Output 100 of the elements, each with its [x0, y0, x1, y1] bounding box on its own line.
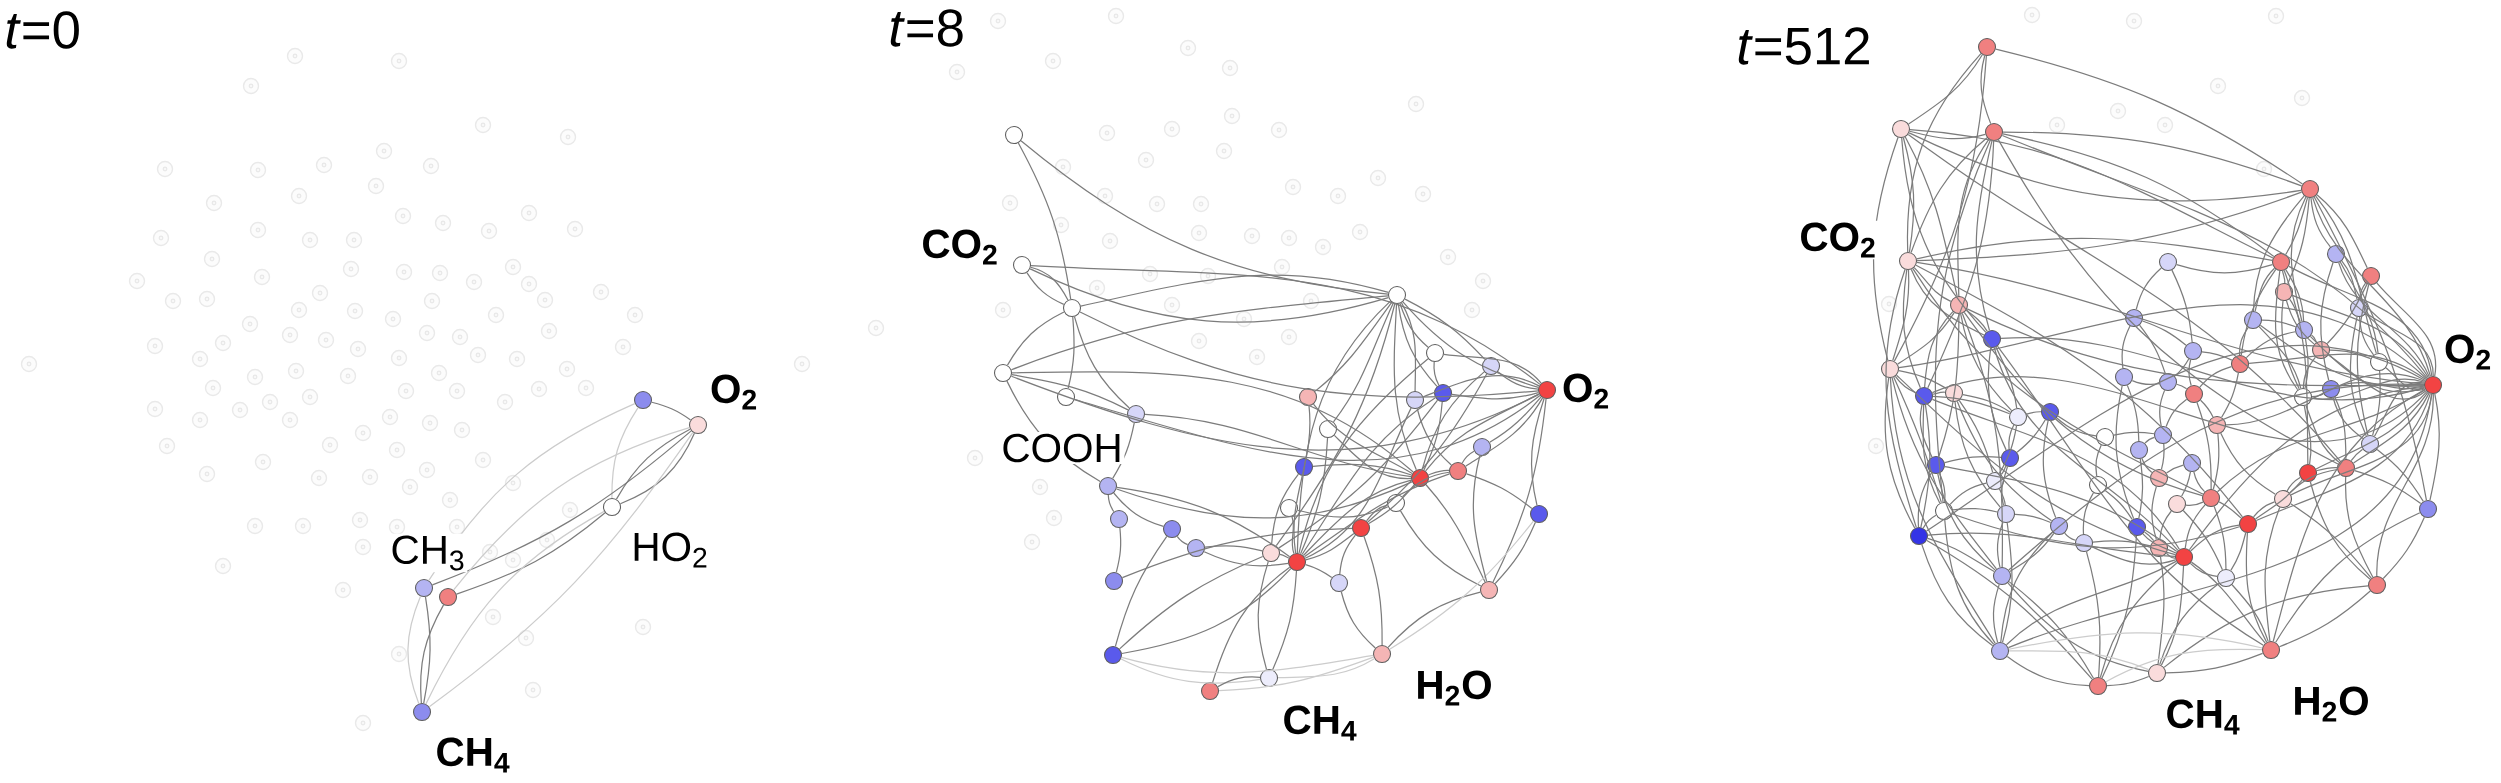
edge-line: [423, 596, 431, 704]
edge-line: [2291, 294, 2429, 378]
edge-line: [2171, 269, 2193, 343]
network-node: [2361, 435, 2380, 454]
network-node: [1260, 669, 1279, 688]
edge-line: [1998, 425, 2018, 474]
edge-line: [1912, 268, 2204, 495]
network-node: [1330, 574, 1349, 593]
edge-line: [1074, 394, 1541, 461]
network-node: [2337, 459, 2356, 478]
species-label: O$_{2}$: [1560, 371, 1612, 411]
edge-line: [2354, 469, 2422, 505]
edge-line: [2315, 391, 2429, 470]
edge-line: [2339, 261, 2379, 354]
network-node: [2009, 408, 2028, 427]
network-node: [1434, 384, 1453, 403]
edge-line: [1961, 312, 2004, 568]
edge-line: [2190, 524, 2240, 552]
edge-line: [2252, 501, 2276, 518]
edge-line: [1011, 371, 1414, 473]
edge-line: [1020, 140, 1389, 295]
edge-line: [2025, 411, 2042, 415]
network-node: [2075, 534, 2094, 553]
edge-line: [1466, 473, 1533, 510]
edge-line: [2091, 546, 2177, 565]
network-node: [439, 588, 458, 607]
edge-line: [2288, 298, 2301, 323]
edge-line: [1892, 269, 1910, 362]
network-node: [994, 364, 1013, 383]
network-node: [1986, 472, 2005, 491]
edge-line: [1011, 373, 1129, 411]
edge-line: [1029, 268, 1389, 323]
edge-line: [2278, 590, 2371, 648]
edge-line: [2376, 393, 2434, 577]
network-node: [1950, 296, 1969, 315]
edge-line: [2212, 433, 2220, 490]
network-node: [2175, 548, 2194, 567]
edge-line: [2274, 270, 2299, 391]
edge-line: [2138, 324, 2166, 375]
edge-line: [2104, 489, 2133, 520]
edge-line: [2310, 334, 2318, 343]
edge-line: [1530, 397, 1545, 506]
edge-line: [2008, 581, 2095, 679]
network-node: [1013, 256, 1032, 275]
edge-line: [2002, 133, 2275, 258]
edge-line: [1303, 473, 1451, 558]
species-label: CH$_{4}$: [1280, 703, 1360, 743]
edge-line: [1938, 313, 1960, 458]
edge-line: [2165, 552, 2176, 559]
edge-line: [1958, 399, 1994, 473]
edge-line: [1030, 264, 1541, 385]
edge-line: [2105, 648, 2263, 683]
edge-line: [1489, 396, 1542, 443]
network-node: [2050, 517, 2069, 536]
edge-line: [1368, 484, 1415, 525]
edge-line: [1932, 391, 1946, 395]
edge-line: [2200, 399, 2214, 418]
edge-line: [2218, 501, 2242, 519]
edge-line: [2326, 283, 2368, 345]
edge-line: [1925, 344, 2426, 532]
edge-line: [2254, 267, 2276, 312]
edge-line: [2001, 522, 2013, 643]
edge-line: [2255, 393, 2431, 522]
edge-line: [1204, 545, 1263, 552]
network-node: [2150, 469, 2169, 488]
edge-line: [1217, 676, 1261, 688]
network-node: [2001, 449, 2020, 468]
edge-line: [1938, 472, 1946, 503]
edge-line: [1893, 55, 1987, 362]
edge-line: [2264, 506, 2281, 642]
network-node: [1881, 360, 1900, 379]
edge-line: [1121, 654, 1374, 674]
edge-line: [2338, 262, 2430, 378]
edge-line: [1927, 140, 1995, 389]
edge-line: [1927, 537, 1995, 573]
network-node: [2231, 355, 2250, 374]
edge-line: [2181, 471, 2192, 497]
edge-line: [2151, 486, 2157, 540]
network-node: [1280, 499, 1299, 518]
network-node: [1538, 381, 1557, 400]
time-label: t=0: [6, 11, 79, 49]
edge-line: [2332, 397, 2364, 440]
network-node: [1299, 388, 1318, 407]
edge-line: [2082, 492, 2095, 535]
edge-line: [2216, 389, 2426, 493]
edge-line: [2006, 655, 2090, 687]
network-node: [1352, 519, 1371, 538]
edge-line: [1006, 311, 1065, 366]
edge-line: [1079, 311, 1539, 398]
edge-line: [1120, 658, 1261, 684]
edge-line: [2008, 424, 2015, 450]
edge-line: [2320, 261, 2334, 381]
species-label: O$_{2}$: [2442, 332, 2494, 372]
time-label: t=8: [890, 9, 963, 47]
edge-line: [1889, 377, 1996, 644]
edge-line: [1897, 312, 1955, 365]
edge-line: [2085, 551, 2101, 678]
edge-line: [2000, 465, 2007, 476]
edge-line: [1957, 138, 1990, 297]
edge-line: [1920, 404, 1931, 528]
